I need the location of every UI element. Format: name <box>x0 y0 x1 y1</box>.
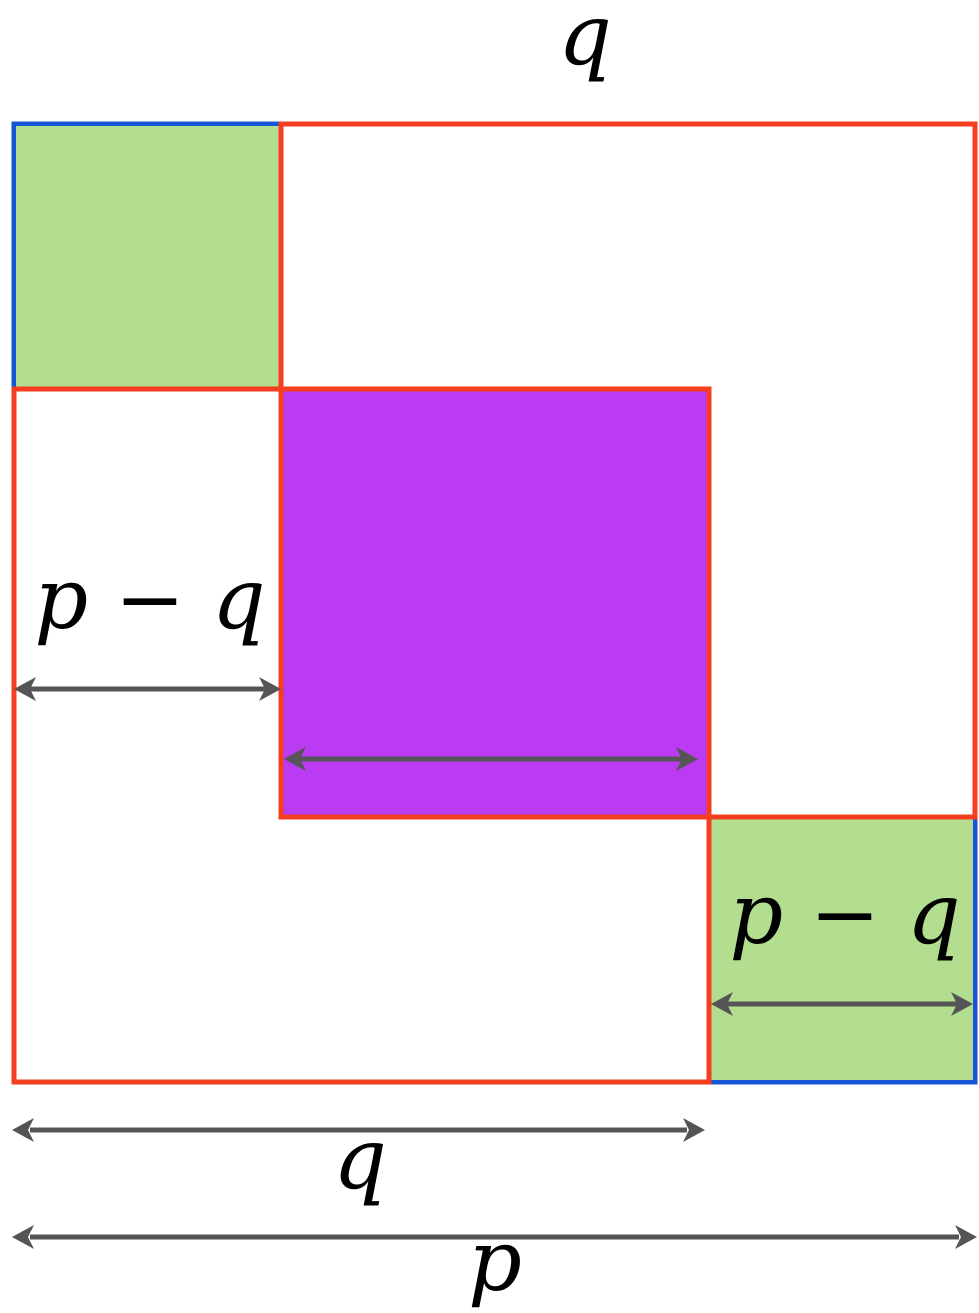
red-square-q-bottom-left <box>11 386 712 1085</box>
label-right-p-minus-q: p − q <box>729 865 960 963</box>
green-square-top-left <box>16 126 280 388</box>
label-left-p-minus-q: p − q <box>34 550 265 648</box>
purple-overlap-square <box>281 389 709 817</box>
arrow-left-p-minus-q <box>14 677 281 701</box>
arrow-bottom-p <box>12 1225 977 1249</box>
label-bottom-p: p <box>468 1212 522 1310</box>
arrow-purple-width <box>284 747 698 771</box>
arrow-bottom-q <box>12 1118 705 1142</box>
label-bottom-q: q <box>333 1110 387 1208</box>
label-top-q: q <box>558 0 612 84</box>
red-square-q-top-right <box>278 121 978 820</box>
green-square-bottom-right <box>709 817 973 1080</box>
arrow-right-p-minus-q <box>711 992 973 1016</box>
